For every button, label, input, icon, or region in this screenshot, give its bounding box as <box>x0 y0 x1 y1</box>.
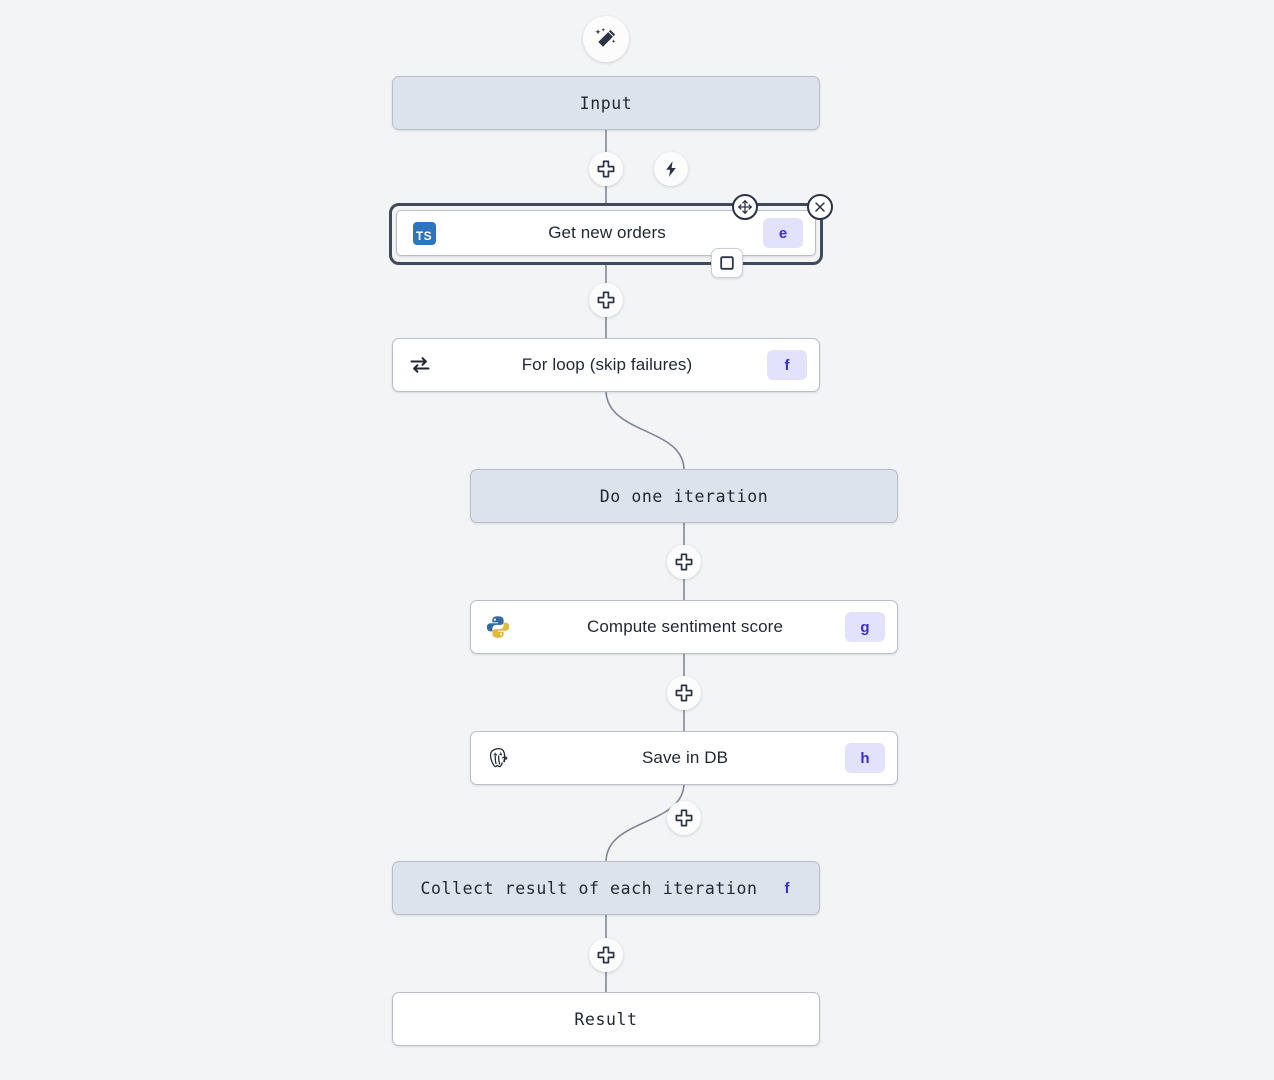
lightning-bolt-icon <box>666 161 676 177</box>
add-step-button-after-collect-result[interactable] <box>589 938 623 972</box>
node-save-in-db[interactable]: Save in DB h <box>470 731 898 785</box>
add-step-button-after-input[interactable] <box>589 152 623 186</box>
node-result[interactable]: Result <box>392 992 820 1046</box>
square-outline-icon <box>720 256 734 270</box>
node-input[interactable]: Input <box>392 76 820 130</box>
edge-for-loop-to-do-one-iteration <box>605 389 685 471</box>
typescript-icon: TS <box>412 221 436 245</box>
node-get-new-orders-label: Get new orders <box>548 223 666 242</box>
node-compute-sentiment-score-icon-slot <box>471 614 525 640</box>
plus-icon <box>597 160 615 178</box>
node-compute-sentiment-score-badge: g <box>845 612 885 642</box>
node-result-label: Result <box>574 1009 638 1029</box>
trigger-button[interactable] <box>654 152 688 186</box>
node-input-label: Input <box>579 93 633 113</box>
add-step-button-after-get-new-orders[interactable] <box>589 283 623 317</box>
node-get-new-orders-selection[interactable]: TS Get new orders e <box>389 203 823 265</box>
add-step-button-after-save-in-db[interactable] <box>667 801 701 835</box>
node-get-new-orders[interactable]: TS Get new orders e <box>396 210 816 256</box>
move-handle-button[interactable] <box>732 194 758 220</box>
node-compute-sentiment-score-label: Compute sentiment score <box>587 617 783 636</box>
node-save-in-db-label: Save in DB <box>641 748 729 767</box>
node-for-loop-icon-slot <box>393 352 447 378</box>
loop-repeat-icon <box>410 357 430 373</box>
postgresql-icon <box>489 748 508 768</box>
add-step-button-after-do-one-iteration[interactable] <box>667 545 701 579</box>
node-get-new-orders-icon-slot: TS <box>397 221 451 245</box>
plus-icon <box>675 809 693 827</box>
close-x-icon <box>815 202 825 212</box>
magic-wand-button[interactable] <box>583 16 629 62</box>
plus-icon <box>597 946 615 964</box>
plus-icon <box>675 684 693 702</box>
plus-icon <box>597 291 615 309</box>
node-collect-result-label: Collect result of each iteration <box>420 878 758 898</box>
node-compute-sentiment-score[interactable]: Compute sentiment score g <box>470 600 898 654</box>
node-do-one-iteration-label: Do one iteration <box>599 486 769 506</box>
add-step-button-after-compute-sentiment-score[interactable] <box>667 676 701 710</box>
node-save-in-db-icon-slot <box>471 745 525 771</box>
plus-icon <box>675 553 693 571</box>
magic-wand-icon <box>595 28 616 47</box>
node-collect-result[interactable]: Collect result of each iteration f <box>392 861 820 915</box>
move-arrows-icon <box>738 200 752 214</box>
node-collect-result-badge: f <box>784 879 790 897</box>
node-for-loop-label: For loop (skip failures) <box>521 355 693 374</box>
python-icon <box>486 616 510 638</box>
node-for-loop[interactable]: For loop (skip failures) f <box>392 338 820 392</box>
node-get-new-orders-badge: e <box>763 218 803 248</box>
node-toggle-button[interactable] <box>711 248 743 278</box>
node-save-in-db-badge: h <box>845 743 885 773</box>
node-for-loop-badge: f <box>767 350 807 380</box>
node-do-one-iteration[interactable]: Do one iteration <box>470 469 898 523</box>
close-node-button[interactable] <box>807 194 833 220</box>
